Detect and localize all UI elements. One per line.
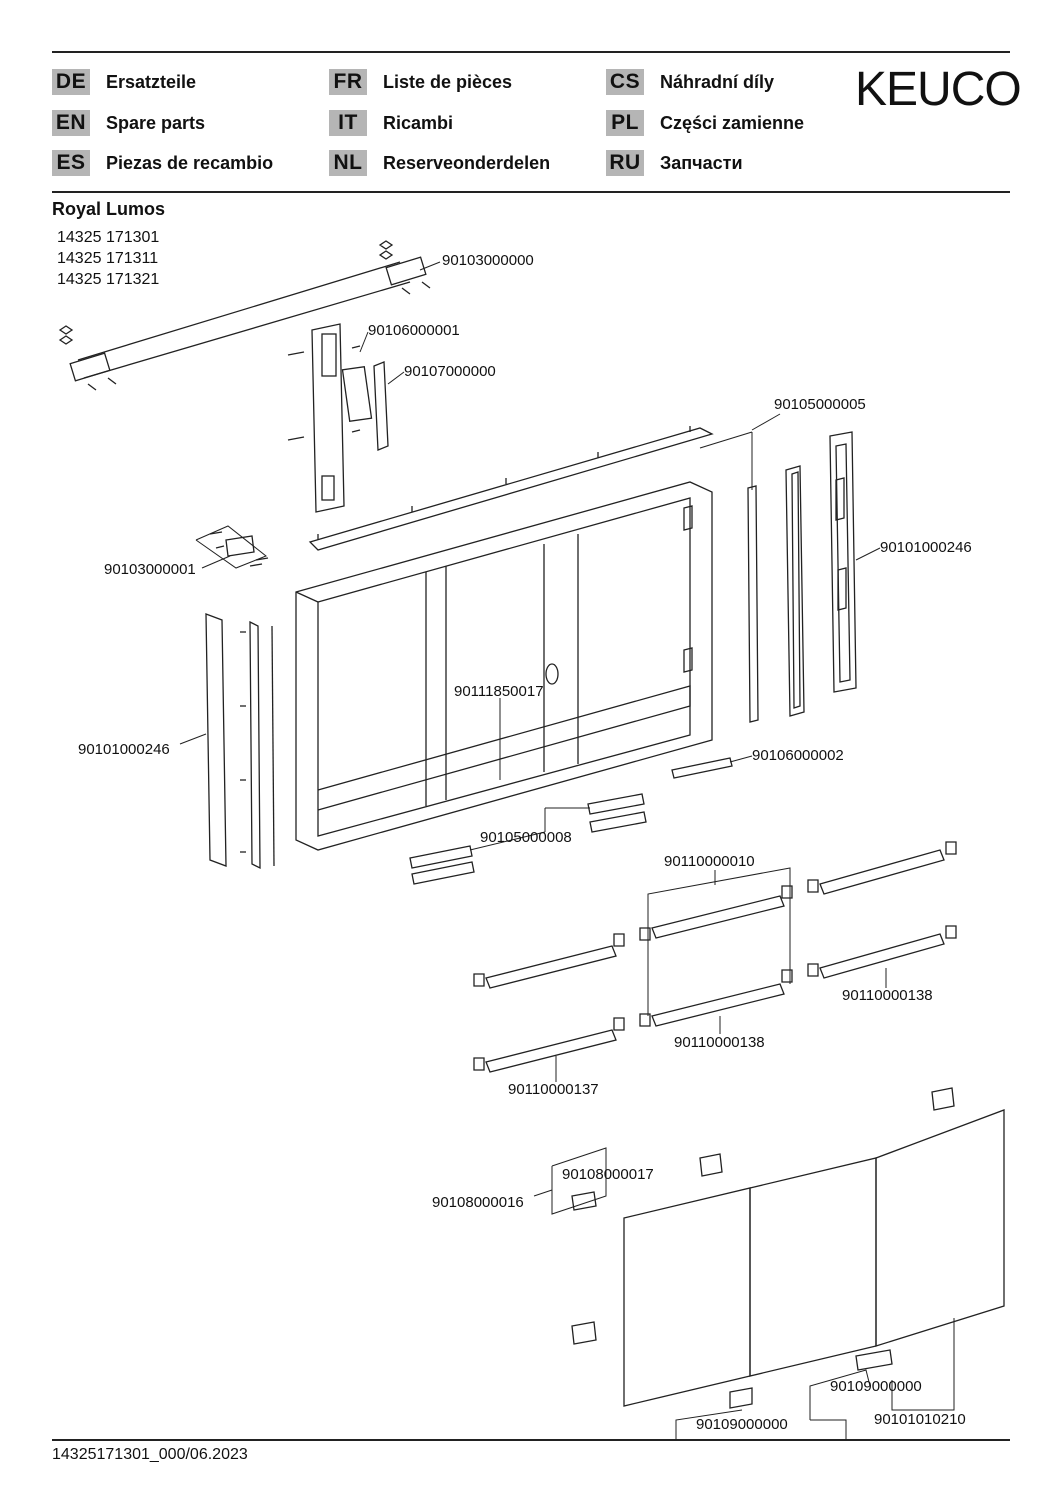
- article-number: 14325 171311: [57, 250, 159, 267]
- leader-lines: [179, 261, 955, 1440]
- brand-logo: KEUCO: [855, 63, 1022, 116]
- lang-row-es: ES Piezas de recambio: [52, 150, 273, 176]
- lang-row-it: IT Ricambi: [329, 110, 453, 136]
- article-number: 14325 171321: [57, 271, 160, 288]
- lang-label: Spare parts: [106, 112, 206, 133]
- cabinet-body: [295, 481, 713, 851]
- product-title: Royal Lumos: [52, 199, 166, 219]
- part-label: 90110000137: [508, 1081, 599, 1098]
- part-label: 90105000008: [480, 829, 572, 846]
- part-label: 90110000138: [674, 1034, 765, 1051]
- top-rail: [58, 240, 431, 391]
- document-id: 14325171301_000/06.2023: [52, 1446, 248, 1463]
- lang-label: Części zamienne: [660, 112, 805, 133]
- lang-code: PL: [606, 110, 644, 136]
- part-label: 90106000001: [368, 322, 460, 339]
- bottom-light-strips: [409, 757, 733, 885]
- lang-label: Ricambi: [383, 112, 454, 133]
- lang-label: Запчасти: [660, 152, 743, 173]
- lang-code: DE: [52, 69, 90, 95]
- mirror-doors: [571, 1087, 1005, 1409]
- part-label: 90109000000: [830, 1378, 922, 1395]
- glass-shelves: [473, 841, 957, 1073]
- right-side-profile: [747, 431, 857, 723]
- lang-code: IT: [329, 110, 367, 136]
- lang-code: FR: [329, 69, 367, 95]
- lang-row-pl: PL Części zamienne: [606, 110, 804, 136]
- top-cover-strip: [308, 426, 714, 551]
- lang-row-en: EN Spare parts: [52, 110, 205, 136]
- part-label: 90106000002: [752, 747, 844, 764]
- part-label: 90108000017: [562, 1166, 654, 1183]
- part-label: 90101000246: [78, 741, 170, 758]
- part-label: 90101000246: [880, 539, 972, 556]
- lang-row-nl: NL Reserveonderdelen: [329, 150, 550, 176]
- lang-code: NL: [329, 150, 367, 176]
- lang-row-de: DE Ersatzteile: [52, 69, 196, 95]
- lang-row-fr: FR Liste de pièces: [329, 69, 512, 95]
- part-label: 90110000010: [664, 853, 755, 870]
- part-label: 90103000000: [442, 252, 534, 269]
- lang-label: Náhradní díly: [660, 71, 775, 92]
- lang-label: Liste de pièces: [383, 71, 513, 92]
- lang-row-ru: RU Запчасти: [606, 150, 743, 176]
- lang-code: RU: [606, 150, 644, 176]
- lang-code: CS: [606, 69, 644, 95]
- lang-label: Reserveonderdelen: [383, 152, 551, 173]
- part-label: 90101010210: [874, 1411, 966, 1428]
- control-panel: [287, 323, 389, 513]
- left-side-panels: [205, 613, 275, 870]
- part-label: 90103000001: [104, 561, 196, 578]
- lang-label: Ersatzteile: [106, 71, 197, 92]
- header-top-rule: [52, 51, 1010, 53]
- header-bottom-rule: [52, 191, 1010, 193]
- lang-code: ES: [52, 150, 90, 176]
- footer-rule: [52, 1439, 1010, 1441]
- part-label: 90105000005: [774, 396, 866, 413]
- part-label: 90109000000: [696, 1416, 788, 1433]
- lang-row-cs: CS Náhradní díly: [606, 69, 774, 95]
- lang-label: Piezas de recambio: [106, 152, 274, 173]
- part-label: 90107000000: [404, 363, 496, 380]
- article-number: 14325 171301: [57, 229, 160, 246]
- part-label: 90111850017: [454, 683, 544, 700]
- lang-code: EN: [52, 110, 90, 136]
- part-label: 90108000016: [432, 1194, 524, 1211]
- part-label: 90110000138: [842, 987, 933, 1004]
